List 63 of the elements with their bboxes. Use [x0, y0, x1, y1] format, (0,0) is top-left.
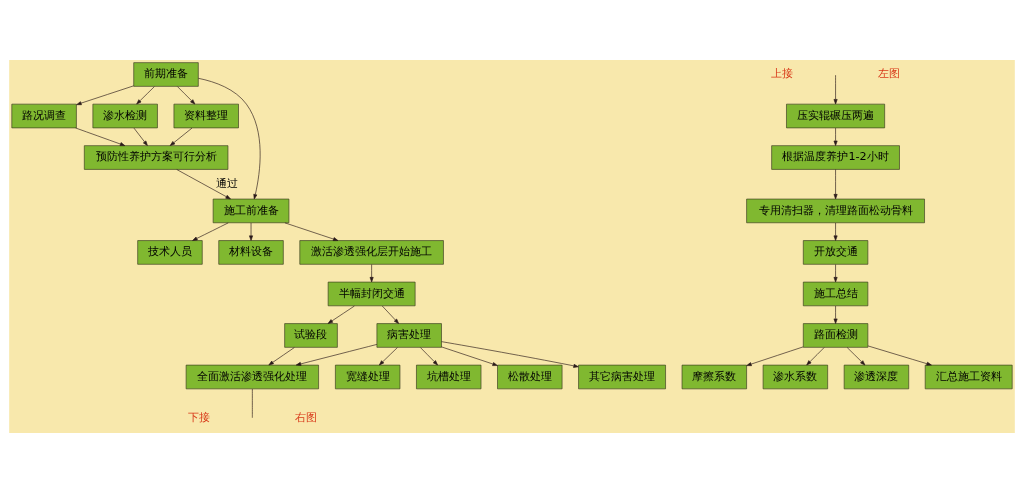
arrow [833, 74, 838, 104]
arrow [833, 305, 838, 324]
node-box: 开放交通 [802, 239, 869, 265]
node-box: 其它病害处理 [578, 364, 666, 389]
arrow [249, 222, 253, 241]
node-box: 摩擦系数 [681, 364, 747, 389]
arrow [284, 222, 339, 241]
arrow [192, 222, 229, 241]
arrow [867, 345, 932, 366]
arrow [846, 346, 866, 365]
arrow [833, 263, 838, 282]
arrow [198, 77, 261, 199]
node-box: 压实辊碾压两遍 [786, 103, 885, 128]
node-box: 技术人员 [137, 239, 203, 265]
node-box: 松散处理 [497, 364, 563, 389]
node-box: 汇总施工资料 [924, 364, 1013, 389]
arrow [833, 127, 838, 146]
arrow [441, 346, 498, 366]
node-box: 渗水系数 [762, 364, 828, 389]
node-box: 半幅封闭交通 [327, 281, 416, 306]
node-box: 路面检测 [802, 322, 869, 348]
node-box: 专用清扫器，清理路面松动骨料 [746, 198, 925, 223]
node-box: 渗水检测 [92, 103, 158, 128]
node-box: 渗透深度 [843, 364, 910, 389]
connector [252, 388, 253, 418]
arrow [133, 127, 148, 146]
arrow [177, 85, 196, 104]
node-box: 全面激活渗透强化处理 [185, 364, 319, 389]
arrow [369, 263, 374, 282]
node-box: 预防性养护方案可行分析 [83, 144, 229, 170]
node-box: 前期准备 [133, 61, 199, 87]
node-box: 激活渗透强化层开始施工 [299, 239, 444, 265]
label: 右图 [294, 410, 317, 424]
node-box: 施工前准备 [212, 198, 290, 223]
node-box: 路况调查 [11, 103, 77, 128]
arrow [75, 127, 126, 146]
node-box: 病害处理 [376, 322, 442, 348]
arrow [381, 305, 399, 324]
arrow [295, 343, 378, 366]
arrow [327, 305, 355, 324]
arrow [136, 85, 155, 104]
arrow [420, 346, 438, 365]
arrow [379, 346, 398, 365]
arrow [169, 127, 193, 146]
edge-label: 通过 [215, 176, 238, 190]
arrow [441, 340, 579, 368]
label: 左图 [877, 66, 900, 80]
arrow [833, 222, 838, 241]
node-box: 资料整理 [173, 103, 239, 128]
node-box: 根据温度养护1-2小时 [771, 144, 900, 170]
node-box: 施工总结 [802, 281, 869, 306]
arrow [176, 168, 231, 199]
node-box: 宽缝处理 [335, 364, 401, 389]
arrow [268, 346, 295, 365]
arrow [746, 346, 804, 366]
node-box: 坑槽处理 [416, 364, 482, 389]
node-box: 试验段 [284, 322, 338, 348]
arrow [833, 168, 838, 199]
arrow [806, 346, 825, 365]
node-box: 材料设备 [218, 239, 284, 265]
label: 下接 [187, 410, 210, 424]
label: 上接 [771, 66, 794, 80]
arrow [76, 85, 134, 105]
